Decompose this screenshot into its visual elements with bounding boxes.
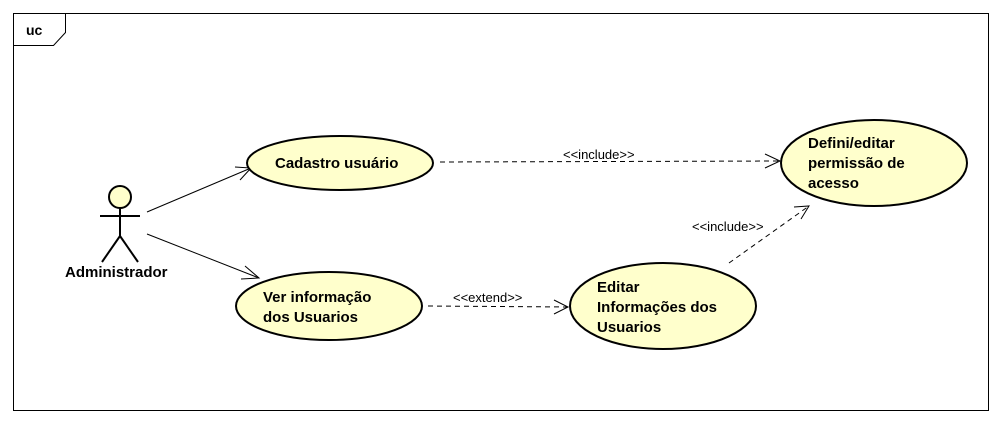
actor-head: [108, 185, 132, 209]
include-label: <<include>>: [692, 219, 764, 234]
include-label: <<include>>: [563, 147, 635, 162]
include-editar-permissao: <<include>>: [692, 205, 810, 264]
frame-label: uc: [26, 22, 43, 38]
extend-ver-editar: <<extend>>: [427, 290, 570, 315]
actor-left-leg: [101, 235, 121, 263]
use-case-definir-permissao[interactable]: Defini/editar permissão de acesso: [780, 119, 968, 207]
association-actor-ver-info: [146, 233, 261, 280]
use-case-label: Editar Informações dos Usuarios: [597, 279, 721, 336]
diagram-frame: uc: [13, 13, 989, 411]
use-case-label: Defini/editar permissão de acesso: [808, 135, 909, 192]
use-case-ver-informacao[interactable]: Ver informação dos Usuarios: [235, 271, 423, 341]
include-cadastro-permissao: <<include>>: [439, 147, 782, 169]
actor-administrador[interactable]: Administrador: [65, 185, 168, 281]
actor-right-leg: [119, 235, 139, 263]
extend-label: <<extend>>: [453, 290, 522, 305]
use-case-label: Ver informação dos Usuarios: [263, 289, 376, 326]
use-case-cadastro-usuario[interactable]: Cadastro usuário: [246, 135, 434, 191]
use-case-label: Cadastro usuário: [275, 155, 398, 172]
actor-label: Administrador: [65, 264, 168, 281]
use-case-editar-informacoes[interactable]: Editar Informações dos Usuarios: [569, 262, 757, 350]
